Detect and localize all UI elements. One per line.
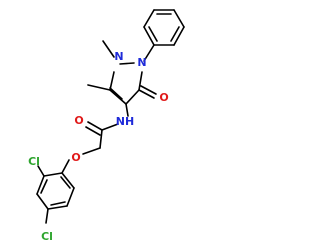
bond-double [148,26,158,42]
atom-n-methyl: N [114,50,123,63]
bond [138,89,155,99]
atom-o-ketone: O [159,91,168,104]
bond [125,89,140,105]
bond [143,44,155,62]
atom-cl-ortho: Cl [28,155,40,168]
bond-cl [45,208,49,224]
bond [109,89,127,105]
bond-cl [37,165,45,177]
bond [173,26,185,46]
bond [143,9,155,28]
atom-cl-para: Cl [41,230,53,243]
bond [82,147,101,155]
bond-double [140,85,157,95]
bond [119,62,135,65]
bond [43,172,63,177]
bond-methyl [87,84,111,91]
bond-methyl [102,40,115,58]
bond-double [60,176,71,189]
atom-o-ether: O [71,151,80,164]
bond [138,71,143,91]
bond [99,129,103,149]
atom-labels: N N O NH O O Cl Cl [28,50,169,243]
bond [36,193,49,210]
bond [143,26,155,46]
bond [61,159,70,174]
bond-double [85,126,101,136]
bond-double [50,201,66,206]
bond [36,175,45,195]
bond-double [170,26,180,42]
bond [47,205,68,210]
atom-n-phenyl: N [137,56,146,69]
dichlorophenyl-ring [36,172,75,210]
atom-nh-amide: NH [116,115,134,128]
bond-double [109,87,123,100]
bond [61,172,75,189]
bond-double [40,179,48,194]
bond [101,123,119,131]
molecule-diagram: N N O NH O O Cl Cl [28,9,185,243]
bond [109,71,115,91]
pyrazolone-ring [109,62,143,105]
atom-o-carbonyl: O [74,114,83,127]
bond [125,103,129,117]
structure-svg: N N O NH O O Cl Cl [28,9,185,243]
phenyl-ring [143,9,185,46]
bond [87,121,103,131]
bond [173,9,185,28]
bond [66,187,75,207]
